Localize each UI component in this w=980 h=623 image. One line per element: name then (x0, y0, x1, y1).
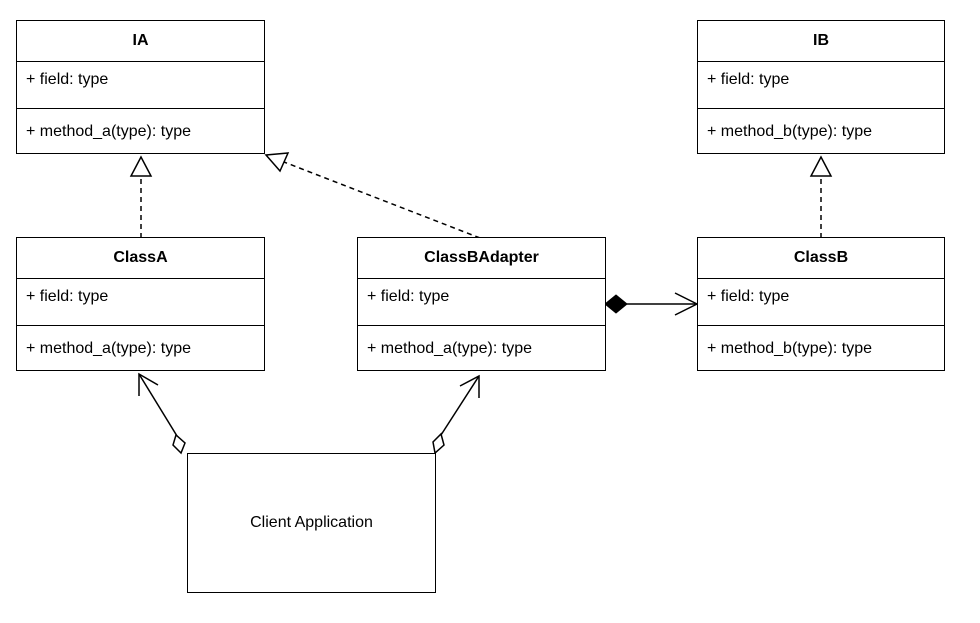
aggregation-diamond (432, 432, 445, 455)
realization-classb-to-ib (809, 155, 833, 238)
aggregation-client-to-classa (138, 372, 186, 455)
class-name: IB (698, 21, 944, 62)
class-method: + method_a(type): type (367, 340, 532, 357)
class-name: ClassB (698, 238, 944, 279)
aggregation-client-to-adapter (432, 374, 480, 455)
class-classa[interactable]: ClassA + field: type + method_a(type): t… (16, 237, 265, 371)
realization-classa-to-ia (129, 155, 153, 238)
class-name: ClassA (17, 238, 264, 279)
realization-arrowhead (129, 155, 153, 177)
class-field: + field: type (698, 62, 944, 109)
class-method: + method_a(type): type (26, 340, 191, 357)
open-arrowhead (459, 374, 480, 398)
open-arrowhead (138, 372, 159, 396)
composition-diamond (604, 294, 628, 314)
class-method: + method_b(type): type (707, 123, 872, 140)
class-name: ClassBAdapter (358, 238, 605, 279)
realization-arrowhead (809, 155, 833, 177)
class-name: IA (17, 21, 264, 62)
aggregation-diamond (172, 433, 186, 455)
realization-adapter-to-ia (264, 152, 481, 239)
class-field: + field: type (358, 279, 605, 326)
realization-arrowhead (264, 152, 290, 173)
class-method: + method_b(type): type (707, 340, 872, 357)
class-field: + field: type (698, 279, 944, 326)
class-classbadapter[interactable]: ClassBAdapter + field: type + method_a(t… (357, 237, 606, 371)
client-application-box[interactable]: Client Application (187, 453, 436, 593)
client-application-label: Client Application (250, 514, 373, 531)
class-classb[interactable]: ClassB + field: type + method_b(type): t… (697, 237, 945, 371)
class-method: + method_a(type): type (26, 123, 191, 140)
class-field: + field: type (17, 62, 264, 109)
composition-adapter-to-classb (604, 292, 699, 316)
class-field: + field: type (17, 279, 264, 326)
class-ia[interactable]: IA + field: type + method_a(type): type (16, 20, 265, 154)
class-ib[interactable]: IB + field: type + method_b(type): type (697, 20, 945, 154)
